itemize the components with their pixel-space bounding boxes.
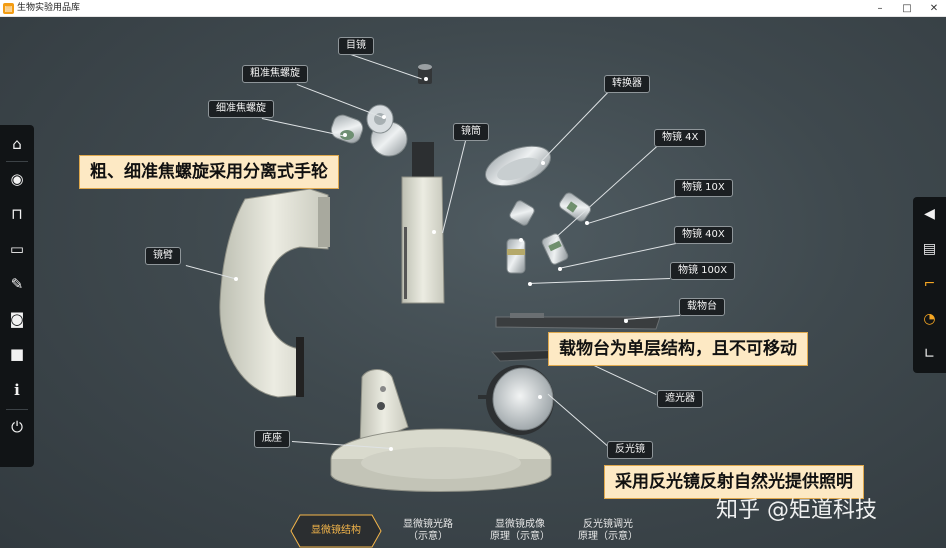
video-icon[interactable]: ■ [9, 345, 25, 363]
info-icon[interactable]: i [14, 381, 20, 399]
window-title: 生物实验用品库 [17, 3, 81, 13]
tab-label: 显微镜成像 [495, 519, 545, 530]
tab-optical-path[interactable]: 显微镜光路 （示意） [382, 514, 474, 548]
pie-chart-icon[interactable]: ◔ [923, 311, 936, 327]
microscope-scene: 目镜 粗准焦螺旋 细准焦螺旋 镜筒 转换器 物镜 4X 物镜 10X 物镜 40… [0, 17, 946, 548]
mirror-note-banner: 采用反光镜反射自然光提供照明 [604, 465, 864, 499]
eye-icon[interactable]: ◉ [10, 170, 24, 188]
anchor-dot [424, 77, 428, 81]
objective-10x-part [559, 192, 591, 222]
fine-focus-part [330, 114, 364, 144]
power-icon[interactable]: ⏻ [11, 418, 23, 436]
stage-note-banner: 载物台为单层结构，且不可移动 [548, 332, 808, 366]
bottom-tabs: 显微镜结构 显微镜光路 （示意） 显微镜成像 原理（示意） 反光镜调光 原理（示… [290, 514, 670, 548]
anchor-dot [585, 221, 589, 225]
label-objective-40x[interactable]: 物镜 40X [674, 226, 733, 244]
anchor-dot [389, 447, 393, 451]
label-stage[interactable]: 载物台 [679, 298, 725, 316]
tab-label: 显微镜结构 [311, 525, 361, 536]
anchor-dot [343, 133, 347, 137]
coarse-focus-part [366, 104, 408, 157]
converter-part [485, 145, 551, 187]
tab-label: 原理（示意） [490, 531, 550, 542]
tab-label: 显微镜光路 [403, 519, 453, 530]
objective-100x-part [506, 238, 526, 274]
label-mirror[interactable]: 反光镜 [607, 441, 653, 459]
left-toolbar: ⌂ ◉ ⊓ ▭ ✎ ◙ ■ i ⏻ [0, 125, 34, 467]
panel-icon[interactable]: ▤ [922, 241, 937, 257]
tab-imaging-principle[interactable]: 显微镜成像 原理（示意） [474, 514, 566, 548]
tab-microscope-structure[interactable]: 显微镜结构 [290, 514, 382, 548]
label-objective-4x[interactable]: 物镜 4X [654, 129, 707, 147]
tab-label: 反光镜调光 [583, 519, 633, 530]
measure-icon[interactable]: ✎ [10, 275, 24, 293]
anchor-dot [432, 230, 436, 234]
eyepiece-part [418, 64, 432, 84]
arm-part [219, 188, 330, 398]
microscope-illustration [219, 64, 661, 492]
anchor-dot [541, 161, 545, 165]
title-bar: ▤ 生物实验用品库 – □ ✕ [0, 0, 946, 17]
right-toolbar: ◀ ▤ ⌐ ◔ ∟ [913, 197, 946, 373]
anchor-dot [624, 319, 628, 323]
mirror-part [478, 365, 554, 435]
tab-label: （示意） [408, 531, 448, 542]
watermark: 知乎 @矩道科技 [716, 498, 877, 523]
anchor-dot [558, 267, 562, 271]
label-converter[interactable]: 转换器 [604, 75, 650, 93]
tab-label: 原理（示意） [578, 531, 638, 542]
maximize-button[interactable]: □ [902, 3, 912, 14]
anchor-dot [234, 277, 238, 281]
home-icon[interactable]: ⌂ [12, 135, 22, 153]
speaker-icon[interactable]: ◀ [924, 206, 935, 222]
stage-part [495, 313, 661, 330]
label-fine-focus[interactable]: 细准焦螺旋 [208, 100, 274, 118]
anchor-dot [382, 115, 386, 119]
anchor-dot [528, 282, 532, 286]
axis-icon[interactable]: ∟ [923, 346, 936, 362]
camera-icon[interactable]: ◙ [9, 310, 25, 328]
divider [6, 409, 28, 410]
tube-part [401, 142, 445, 304]
close-button[interactable]: ✕ [929, 3, 939, 14]
tab-highlight-shape [290, 514, 382, 548]
minimize-button[interactable]: – [877, 3, 883, 14]
label-diaphragm[interactable]: 遮光器 [657, 390, 703, 408]
focus-note-banner: 粗、细准焦螺旋采用分离式手轮 [79, 155, 339, 189]
base-part [330, 369, 552, 492]
objective-4x-part [509, 200, 535, 226]
anchor-dot [538, 395, 542, 399]
monitor-icon[interactable]: ▭ [9, 240, 25, 258]
pour-icon[interactable]: ⌐ [923, 276, 936, 292]
anchor-dot [519, 238, 523, 242]
tab-mirror-adjust[interactable]: 反光镜调光 原理（示意） [562, 514, 654, 548]
divider [6, 161, 28, 162]
label-objective-100x[interactable]: 物镜 100X [670, 262, 736, 280]
label-coarse-focus[interactable]: 粗准焦螺旋 [242, 65, 308, 83]
label-arm[interactable]: 镜臂 [145, 247, 181, 265]
label-eyepiece[interactable]: 目镜 [338, 37, 374, 55]
label-base[interactable]: 底座 [254, 430, 290, 448]
label-objective-10x[interactable]: 物镜 10X [674, 179, 733, 197]
app-logo-icon: ▤ [3, 3, 14, 14]
label-tube[interactable]: 镜筒 [453, 123, 489, 141]
unlock-icon[interactable]: ⊓ [11, 205, 23, 223]
